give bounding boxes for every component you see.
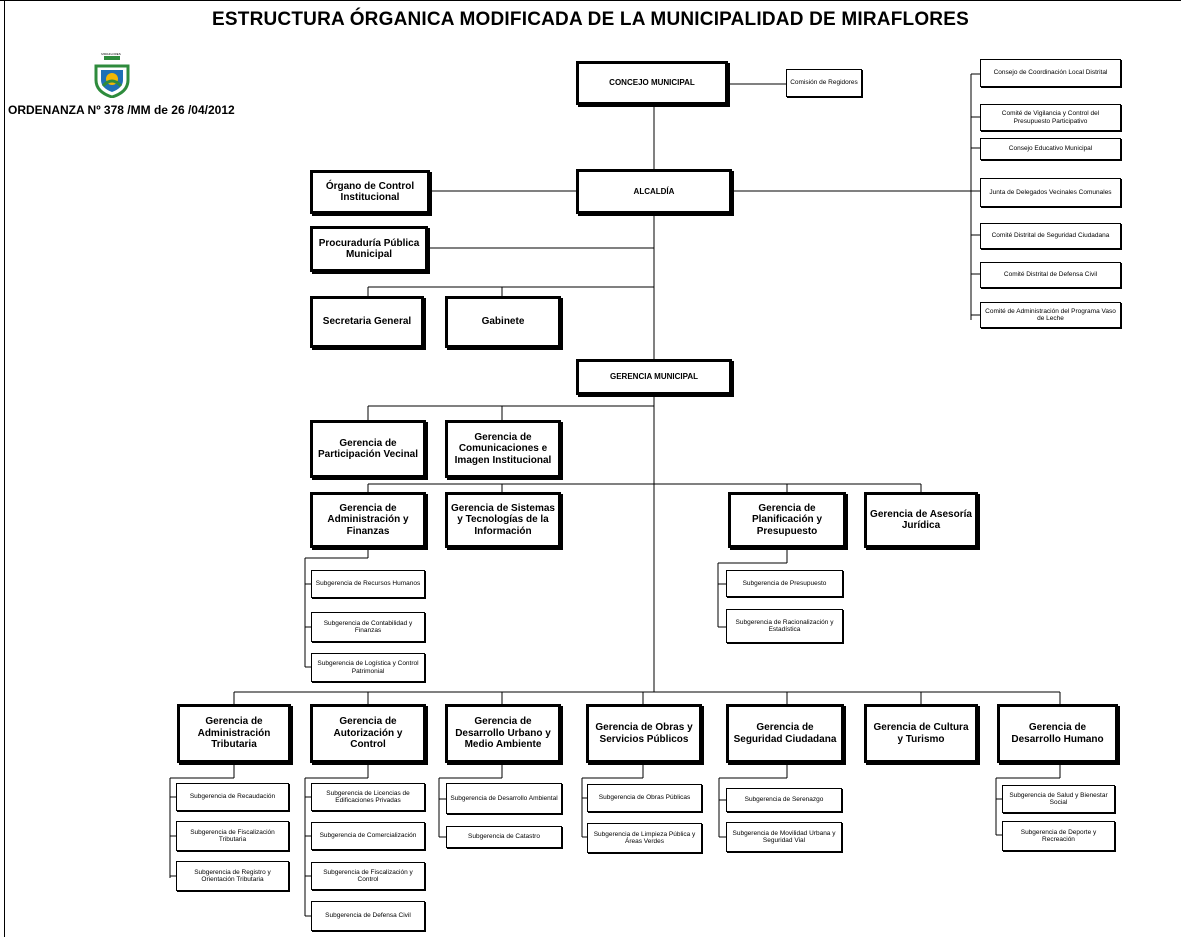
box-sub-registro-orientacion: Subgerencia de Registro y Orientación Tr… [176,861,289,891]
box-sub-fiscalizacion-control: Subgerencia de Fiscalización y Control [311,862,425,890]
box-sub-serenazgo: Subgerencia de Serenazgo [726,788,842,812]
frame-left-border [4,0,5,937]
box-sistemas-tecnologias: Gerencia de Sistemas y Tecnologías de la… [445,492,561,548]
box-secretaria-general: Secretaria General [310,296,424,348]
box-asesoria-juridica: Gerencia de Asesoría Jurídica [864,492,978,548]
box-sub-contabilidad: Subgerencia de Contabilidad y Finanzas [311,612,425,642]
box-autorizacion-control: Gerencia de Autorización y Control [310,704,426,763]
box-sub-recursos-humanos: Subgerencia de Recursos Humanos [311,570,425,598]
box-desarrollo-urbano: Gerencia de Desarrollo Urbano y Medio Am… [445,704,561,763]
box-obras-servicios: Gerencia de Obras y Servicios Públicos [586,704,702,763]
logo-caption: MIRAFLORES [101,52,121,56]
box-comunicaciones: Gerencia de Comunicaciones e Imagen Inst… [445,420,561,478]
box-alcaldia: ALCALDÍA [576,169,732,214]
box-comision-regidores: Comisión de Regidores [786,69,862,97]
box-sub-catastro: Subgerencia de Catastro [446,826,562,848]
box-planificacion-presupuesto: Gerencia de Planificación y Presupuesto [728,492,846,548]
box-administracion-finanzas: Gerencia de Administración y Finanzas [310,492,426,548]
box-consejo-educativo: Consejo Educativo Municipal [980,138,1121,160]
ordinance-label: ORDENANZA Nº 378 /MM de 26 /04/2012 [8,103,235,117]
box-seguridad-ciudadana: Gerencia de Seguridad Ciudadana [726,704,844,763]
box-sub-racionalizacion: Subgerencia de Racionalización y Estadís… [726,609,843,643]
box-sub-deporte: Subgerencia de Deporte y Recreación [1002,821,1115,851]
box-comite-vigilancia: Comité de Vigilancia y Control del Presu… [980,104,1121,131]
box-comite-defensa: Comité Distrital de Defensa Civil [980,262,1121,288]
box-sub-fiscalizacion-tributaria: Subgerencia de Fiscalización Tributaria [176,821,289,851]
box-sub-logistica: Subgerencia de Logística y Control Patri… [311,653,425,682]
box-procuraduria: Procuraduría Pública Municipal [310,226,428,272]
box-gerencia-municipal: GERENCIA MUNICIPAL [576,359,732,395]
box-sub-defensa-civil: Subgerencia de Defensa Civil [311,901,425,931]
box-sub-recaudacion: Subgerencia de Recaudación [176,783,289,811]
box-administracion-tributaria: Gerencia de Administración Tributaria [177,704,291,763]
box-comite-seguridad: Comité Distrital de Seguridad Ciudadana [980,223,1121,249]
box-sub-licencias: Subgerencia de Licencias de Edificacione… [311,783,425,811]
box-sub-presupuesto: Subgerencia de Presupuesto [726,570,843,597]
box-sub-comercializacion: Subgerencia de Comercialización [311,822,425,850]
miraflores-logo-icon [94,56,130,98]
chart-title: ESTRUCTURA ÓRGANICA MODIFICADA DE LA MUN… [212,9,969,30]
box-control-institucional: Órgano de Control Institucional [310,170,430,214]
box-sub-desarrollo-ambiental: Subgerencia de Desarrollo Ambiental [446,783,562,814]
box-junta-delegados: Junta de Delegados Vecinales Comunales [980,178,1121,207]
frame-top-border [0,0,1181,1]
box-sub-obras-publicas: Subgerencia de Obras Públicas [587,784,702,812]
box-participacion-vecinal: Gerencia de Participación Vecinal [310,420,426,478]
box-comite-vaso-leche: Comité de Administración del Programa Va… [980,302,1121,328]
box-cultura-turismo: Gerencia de Cultura y Turismo [864,704,978,763]
box-consejo-coordinacion: Consejo de Coordinación Local Distrital [980,59,1121,87]
box-desarrollo-humano: Gerencia de Desarrollo Humano [997,704,1118,763]
box-concejo-municipal: CONCEJO MUNICIPAL [576,61,728,105]
box-sub-salud: Subgerencia de Salud y Bienestar Social [1002,785,1115,813]
box-sub-limpieza: Subgerencia de Limpieza Pública y Áreas … [587,823,702,853]
box-gabinete: Gabinete [445,296,561,348]
box-sub-movilidad: Subgerencia de Movilidad Urbana y Seguri… [726,822,842,852]
